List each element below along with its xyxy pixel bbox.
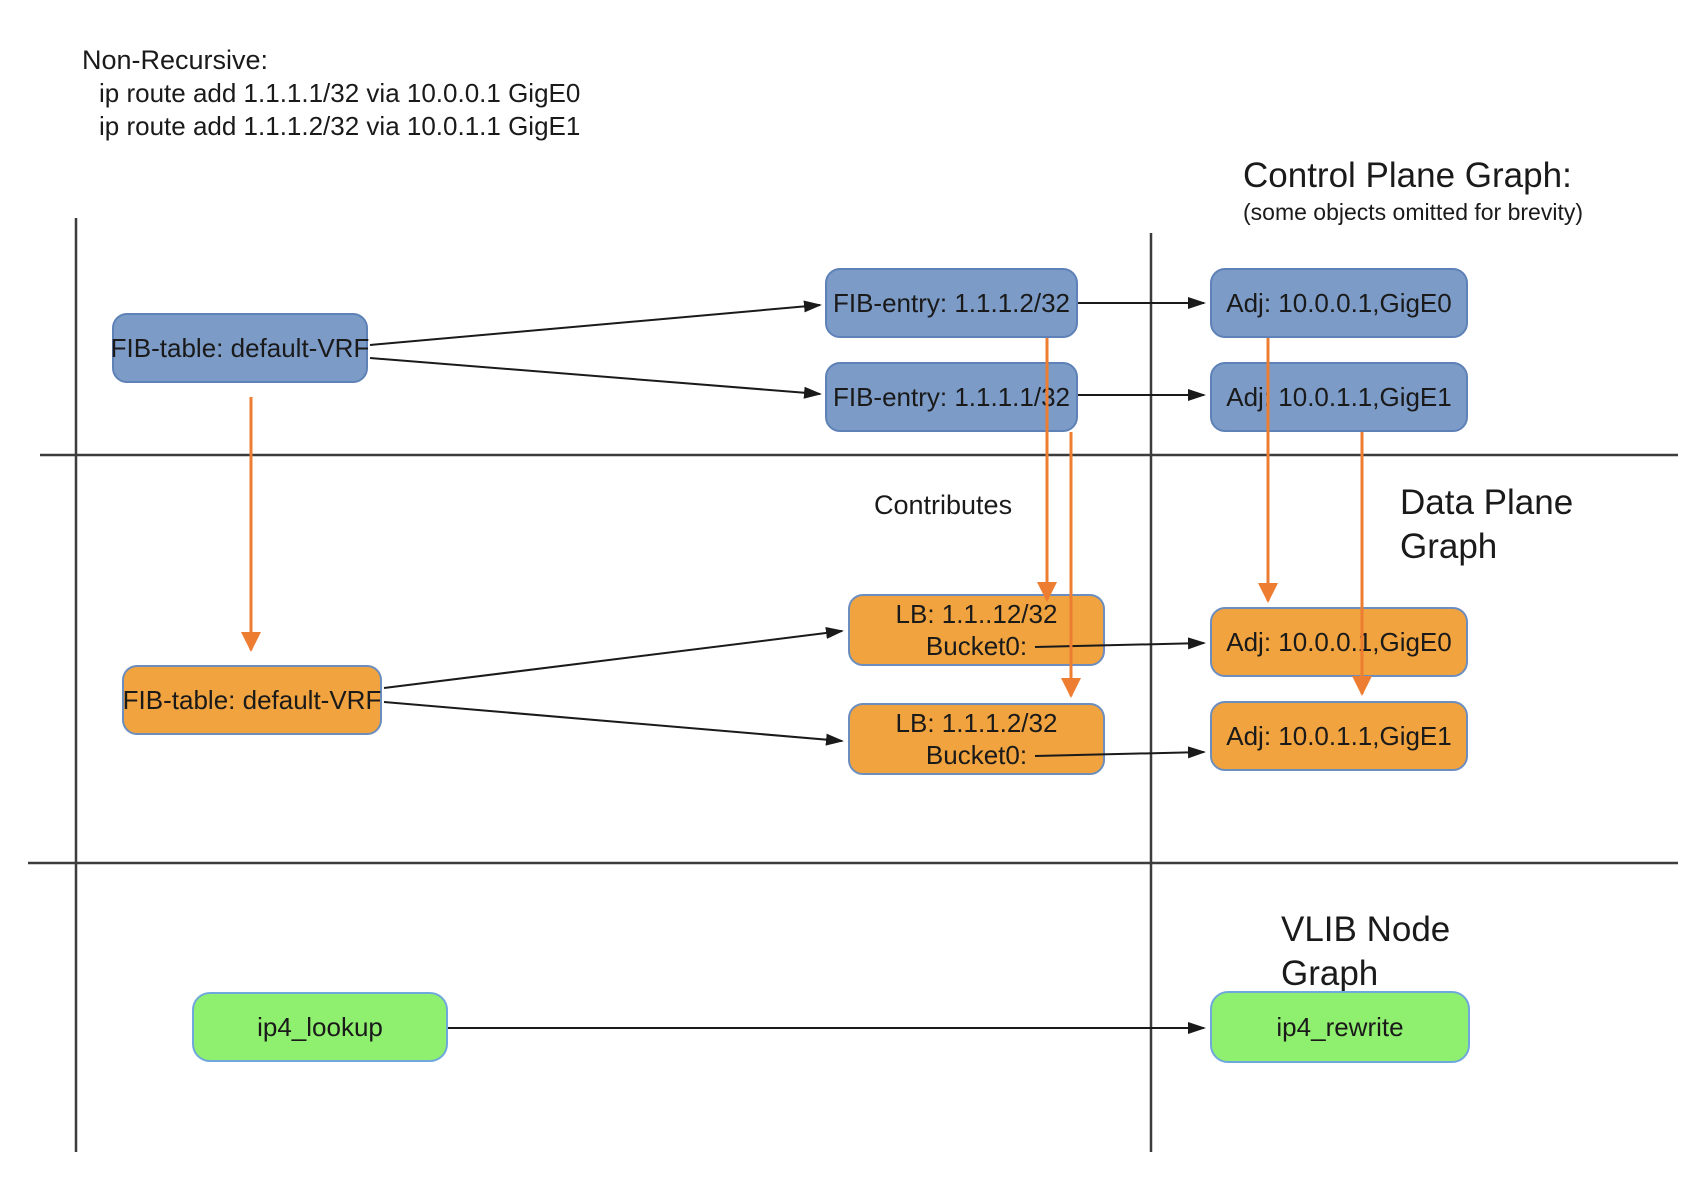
control-plane-subtitle: (some objects omitted for brevity) bbox=[1243, 199, 1584, 225]
node-cp-fib-entry-1112-label: FIB-entry: 1.1.1.2/32 bbox=[832, 288, 1070, 318]
edge-cp-fibtable-to-entry-1111 bbox=[369, 357, 822, 399]
node-cp-fib-entry-1112: FIB-entry: 1.1.1.2/32 bbox=[825, 268, 1078, 338]
edge-cp-fibtable-to-entry-1112 bbox=[369, 300, 822, 346]
vlib-title-line2: Graph bbox=[1281, 954, 1379, 993]
node-ip4-lookup-label: ip4_lookup bbox=[257, 1012, 383, 1042]
note-route-command-2: ip route add 1.1.1.2/32 via 10.0.1.1 Gig… bbox=[99, 111, 581, 141]
node-dp-adj-gige1-label: Adj: 10.0.1.1,GigE1 bbox=[1226, 721, 1452, 751]
control-plane-title: Control Plane Graph: bbox=[1243, 156, 1572, 195]
node-dp-lb-1: LB: 1.1..12/32 Bucket0: bbox=[848, 594, 1105, 666]
notes-title: Non-Recursive: bbox=[82, 45, 269, 75]
node-cp-fib-table: FIB-table: default-VRF bbox=[110, 313, 370, 383]
node-dp-adj-gige1: Adj: 10.0.1.1,GigE1 bbox=[1210, 701, 1468, 771]
node-dp-fib-table-label: FIB-table: default-VRF bbox=[122, 685, 382, 715]
node-dp-lb-1-line1: LB: 1.1..12/32 bbox=[895, 599, 1058, 629]
data-plane-title: Data Plane Graph bbox=[1400, 481, 1573, 569]
node-cp-adj-gige0: Adj: 10.0.0.1,GigE0 bbox=[1210, 268, 1468, 338]
node-ip4-rewrite-label: ip4_rewrite bbox=[1276, 1012, 1404, 1042]
vlib-node-graph-title: VLIB Node Graph bbox=[1281, 908, 1450, 996]
note-route-command-1: ip route add 1.1.1.1/32 via 10.0.0.1 Gig… bbox=[99, 78, 581, 108]
node-dp-adj-gige0-label: Adj: 10.0.0.1,GigE0 bbox=[1226, 627, 1452, 657]
contributes-label: Contributes bbox=[874, 490, 1013, 520]
node-dp-lb-2-line1: LB: 1.1.1.2/32 bbox=[895, 708, 1058, 738]
node-cp-adj-gige1-label: Adj: 10.0.1.1,GigE1 bbox=[1226, 382, 1452, 412]
node-ip4-lookup: ip4_lookup bbox=[192, 992, 448, 1062]
node-dp-adj-gige0: Adj: 10.0.0.1,GigE0 bbox=[1210, 607, 1468, 677]
node-dp-fib-table: FIB-table: default-VRF bbox=[122, 665, 382, 735]
node-cp-fib-table-label: FIB-table: default-VRF bbox=[110, 333, 370, 363]
data-plane-title-line2: Graph bbox=[1400, 527, 1498, 566]
edge-dp-fibtable-to-lb-1 bbox=[383, 627, 844, 689]
node-cp-adj-gige1: Adj: 10.0.1.1,GigE1 bbox=[1210, 362, 1468, 432]
node-dp-lb-2-line2: Bucket0: bbox=[925, 740, 1028, 770]
node-cp-fib-entry-1111-label: FIB-entry: 1.1.1.1/32 bbox=[832, 382, 1070, 412]
edge-dp-fibtable-to-lb-2 bbox=[383, 701, 844, 746]
data-plane-title-line1: Data Plane bbox=[1400, 483, 1574, 522]
vlib-title-line1: VLIB Node bbox=[1281, 910, 1451, 949]
node-dp-lb-2: LB: 1.1.1.2/32 Bucket0: bbox=[848, 703, 1105, 775]
node-dp-lb-1-line2: Bucket0: bbox=[925, 631, 1028, 661]
node-ip4-rewrite: ip4_rewrite bbox=[1210, 991, 1470, 1063]
node-cp-adj-gige0-label: Adj: 10.0.0.1,GigE0 bbox=[1226, 288, 1452, 318]
node-cp-fib-entry-1111: FIB-entry: 1.1.1.1/32 bbox=[825, 362, 1078, 432]
